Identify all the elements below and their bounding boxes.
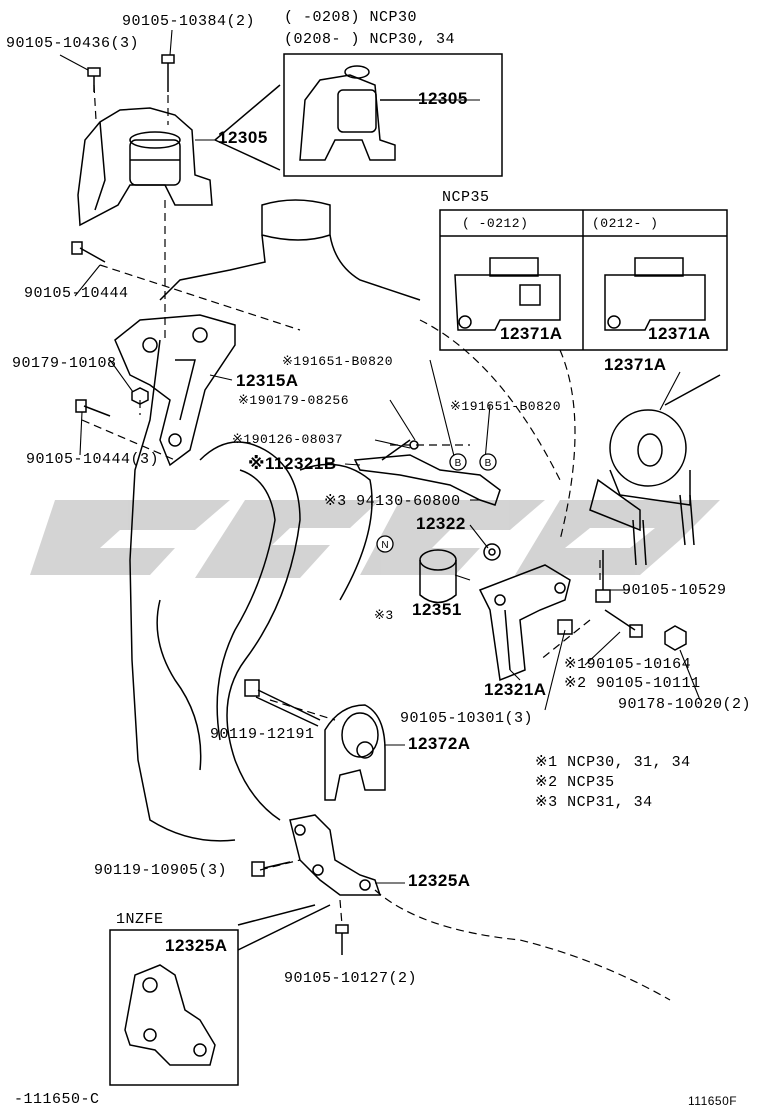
bolt-90105-10127: [335, 924, 349, 955]
leader-1nzfe-2: [237, 904, 331, 951]
label-90119-10905: 90119-10905(3): [94, 862, 228, 879]
bolt-90105-10529: [595, 550, 611, 603]
washer-12322: [483, 543, 501, 561]
label-12315A: 12315A: [236, 371, 299, 390]
footer-left-code: -111650-C: [14, 1091, 100, 1108]
nut-90178-10020: [664, 625, 687, 651]
label-91651-b0820-b: ※191651-B0820: [450, 399, 562, 414]
bracket-12321B: [353, 439, 501, 506]
label-note-3: ※3: [374, 608, 394, 623]
legend-note-2: ※2 NCP35: [535, 774, 615, 791]
leader-1nzfe: [237, 904, 316, 926]
bolt-90105-10301: [557, 619, 573, 635]
leader-inset-2: [214, 139, 281, 171]
bracket-12325A: [289, 814, 382, 896]
ncp35-mount-right: [604, 257, 706, 331]
label-90178-10020: 90178-10020(2): [618, 696, 752, 713]
label-90105-10111: ※2 90105-10111: [564, 675, 701, 692]
bolt-90119-12191: [244, 679, 321, 727]
header-note-line2: (0208- ) NCP30, 34: [284, 31, 456, 48]
label-90105-10127: 90105-10127(2): [284, 970, 418, 987]
bolt-90105-10164: [604, 609, 643, 638]
ncp35-part-right: 12371A: [648, 324, 711, 343]
bolt-90105-10436: [87, 67, 101, 92]
ncp35-col1: ( -0212): [462, 216, 529, 231]
inset-box-ncp30: [283, 53, 503, 177]
inset-mount-12305: [299, 65, 420, 161]
legend-note-3: ※3 NCP31, 34: [535, 794, 653, 811]
ncp35-mount-left: [454, 257, 561, 331]
label-90105-10444: 90105-10444: [24, 285, 129, 302]
ncp35-part-left: 12371A: [500, 324, 563, 343]
stopper-12351: [419, 549, 457, 604]
label-12321B: ※112321B: [248, 454, 337, 473]
inset-bracket-12325A: [124, 964, 216, 1066]
label-12351: 12351: [412, 600, 462, 619]
label-91651-b0820-a: ※191651-B0820: [282, 354, 394, 369]
bolt-90105-10444-lower: [75, 399, 111, 417]
label-90105-10436: 90105-10436(3): [6, 35, 140, 52]
label-12325A: 12325A: [408, 871, 471, 890]
leader-inset: [214, 84, 281, 141]
label-12322: 12322: [416, 514, 466, 533]
legend-note-1: ※1 NCP30, 31, 34: [535, 754, 691, 771]
bolt-90105-10444-upper: [71, 241, 106, 263]
footer-right-code: 111650F: [688, 1094, 738, 1108]
label-12371A: 12371A: [604, 355, 667, 374]
bolt-90119-10905: [251, 861, 291, 877]
label-90105-10384: 90105-10384(2): [122, 13, 256, 30]
label-90105-10164: ※190105-10164: [564, 656, 692, 673]
watermark-logo: [30, 500, 720, 578]
label-90105-10529: 90105-10529: [622, 582, 727, 599]
mount-12372A: [324, 704, 386, 801]
circle-b1-text: B: [455, 458, 462, 469]
label-12321A: 12321A: [484, 680, 547, 699]
inset-box-1nzfe: [109, 929, 239, 1086]
label-12305-inset: 12305: [418, 89, 468, 108]
inset-1nzfe-title: 1NZFE: [116, 911, 164, 928]
label-90105-10301: 90105-10301(3): [400, 710, 534, 727]
label-12372A: 12372A: [408, 734, 471, 753]
circle-n-text: N: [381, 540, 388, 551]
bolt-90105-10384: [161, 54, 175, 92]
nut-90179-10108: [131, 387, 149, 405]
engine-outline: [129, 199, 421, 842]
circle-b2-text: B: [485, 458, 492, 469]
bracket-12315A: [114, 314, 236, 467]
label-12305: 12305: [218, 128, 268, 147]
engine-mount-12305: [77, 107, 213, 227]
header-note-line1: ( -0208) NCP30: [284, 9, 418, 26]
label-90126-08037: ※190126-08037: [232, 432, 344, 447]
label-94130-60800: ※3 94130-60800: [324, 493, 461, 510]
marker-circle-texts: B B N: [381, 458, 491, 551]
ncp35-title: NCP35: [442, 189, 490, 206]
label-90105-10444-3: 90105-10444(3): [26, 451, 160, 468]
bracket-12321A: [478, 564, 571, 682]
inset-1nzfe-part: 12325A: [165, 936, 228, 955]
label-90119-12191: 90119-12191: [210, 726, 315, 743]
label-90179-10108: 90179-10108: [12, 355, 117, 372]
ncp35-col2: (0212- ): [592, 216, 659, 231]
leader-lines: [59, 29, 701, 884]
label-90179-08256: ※190179-08256: [238, 393, 350, 408]
mount-12371A: [589, 374, 721, 566]
marker-circles: [376, 453, 497, 553]
